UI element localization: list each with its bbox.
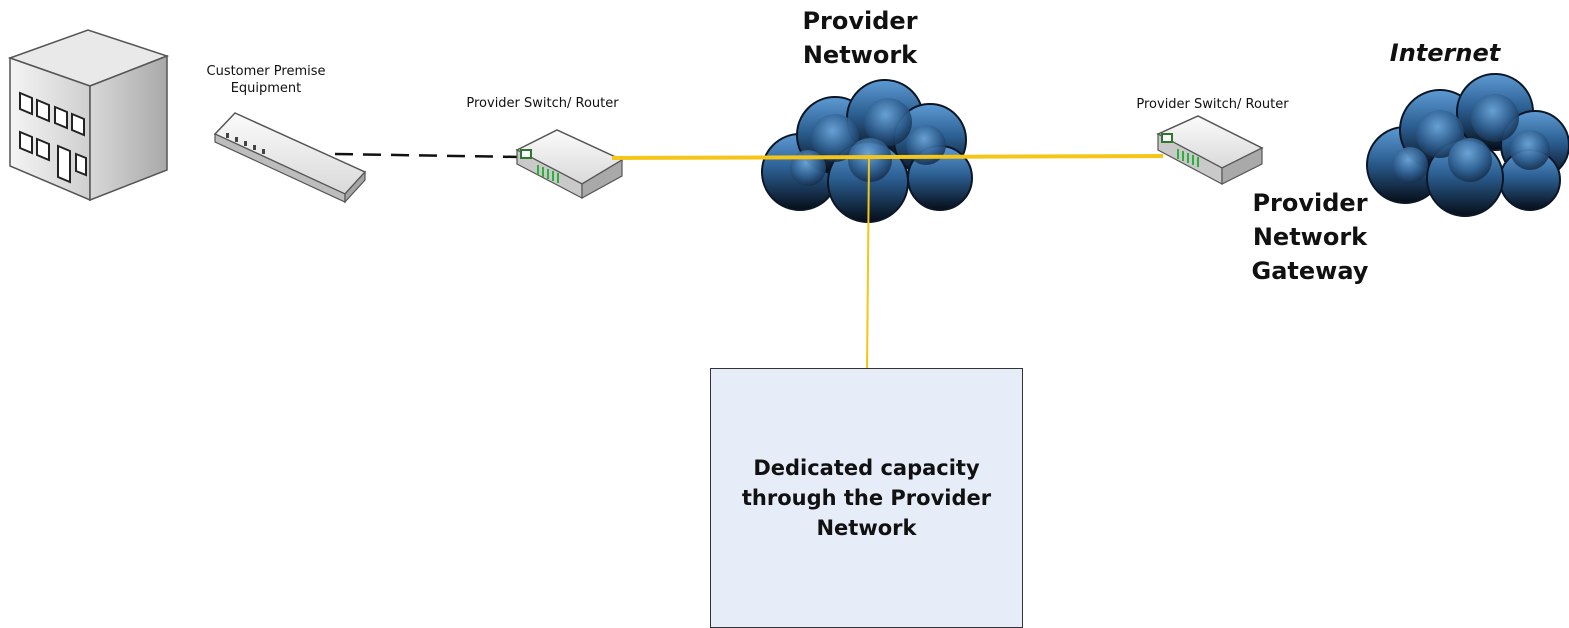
provider-network-cloud-icon	[761, 79, 973, 223]
router-right-icon	[1156, 115, 1264, 185]
provider-switch-right-label: Provider Switch/ Router	[1136, 97, 1289, 112]
customer-premise-label: Customer Premise Equipment	[206, 64, 326, 96]
dedicated-capacity-label: Dedicated capacity through the Provider …	[741, 456, 992, 540]
office-building-icon	[7, 29, 170, 202]
provider-network-label: Provider Network	[802, 7, 918, 69]
cpe-switch-icon	[213, 112, 367, 204]
dedicated-capacity-box: Dedicated capacity through the Provider …	[710, 368, 1023, 628]
cpe-to-router-dashed-link	[334, 152, 521, 159]
internet-label: Internet	[1389, 39, 1501, 67]
capacity-connector-link	[866, 156, 870, 371]
router-to-router-link	[611, 154, 1164, 160]
gateway-label: Provider Network Gateway	[1251, 189, 1369, 285]
provider-switch-left-label: Provider Switch/ Router	[466, 96, 619, 111]
router-left-icon	[515, 129, 624, 200]
internet-cloud-icon	[1366, 73, 1569, 217]
